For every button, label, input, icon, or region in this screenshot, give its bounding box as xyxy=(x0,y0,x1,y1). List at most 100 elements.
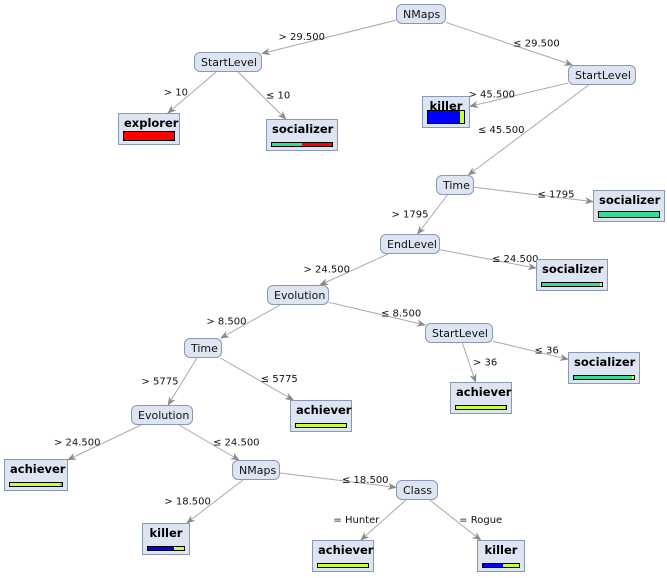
distribution-segment-achiever xyxy=(459,111,464,123)
edge-label: > 10 xyxy=(164,88,188,99)
edge-label: > 8.500 xyxy=(206,317,246,328)
edge-label: > 45.500 xyxy=(468,90,515,101)
leaf-explorer[interactable]: explorer xyxy=(118,113,180,145)
class-distribution-bar xyxy=(427,110,465,124)
node-nmaps-root[interactable]: NMaps xyxy=(396,4,446,24)
class-distribution-bar xyxy=(455,405,507,410)
leaf-killer-2[interactable]: killer xyxy=(142,523,190,555)
edge-n5-n6 xyxy=(319,253,389,286)
leaf-label: achiever xyxy=(296,403,352,417)
node-time-1[interactable]: Time xyxy=(436,175,474,195)
distribution-segment-achiever xyxy=(10,483,61,486)
edge-n3-n4 xyxy=(467,84,589,176)
distribution-segment-achiever xyxy=(502,564,519,567)
distribution-segment-achiever xyxy=(296,424,346,427)
leaf-socializer-1[interactable]: socializer xyxy=(266,119,338,151)
edge-label: ≤ 45.500 xyxy=(478,125,525,136)
edge-label: > 5775 xyxy=(141,377,178,388)
edge-label: ≤ 18.500 xyxy=(342,475,389,486)
edge-label: ≤ 10 xyxy=(266,91,290,102)
edge-n7-n9 xyxy=(167,357,198,406)
distribution-segment-achiever xyxy=(600,283,602,286)
edge-n11-l11 xyxy=(360,499,407,541)
distribution-segment-killer xyxy=(148,547,174,550)
edge-label: ≤ 1795 xyxy=(538,189,575,200)
leaf-achiever-2[interactable]: achiever xyxy=(290,400,352,432)
node-nmaps-2[interactable]: NMaps xyxy=(232,460,280,480)
distribution-segment-socializer xyxy=(599,212,659,217)
class-distribution-bar xyxy=(482,563,520,568)
edge-label: > 1795 xyxy=(391,210,428,221)
edge-n6-n8 xyxy=(328,301,426,327)
edge-n2-l1 xyxy=(167,71,217,114)
node-startlevel-3[interactable]: StartLevel xyxy=(425,323,493,343)
edge-n5-l5 xyxy=(439,249,537,271)
leaf-killer-1[interactable]: killer xyxy=(422,96,470,128)
edge-label: = Hunter xyxy=(333,515,380,526)
leaf-label: killer xyxy=(484,543,518,557)
distribution-segment-socializer xyxy=(542,283,601,286)
leaf-achiever-1[interactable]: achiever xyxy=(450,382,512,414)
leaf-label: killer xyxy=(429,99,463,113)
edge-label: > 18.500 xyxy=(164,497,211,508)
leaf-killer-3[interactable]: killer xyxy=(477,540,525,572)
leaf-socializer-4[interactable]: socializer xyxy=(568,352,640,384)
edge-n6-n7 xyxy=(220,304,281,339)
distribution-segment-explorer xyxy=(124,132,174,140)
edge-n10-n11 xyxy=(279,472,397,490)
edge-label: ≤ 36 xyxy=(535,345,559,356)
leaf-label: achiever xyxy=(10,462,66,476)
leaf-label: achiever xyxy=(456,385,512,399)
node-evolution-1[interactable]: Evolution xyxy=(267,285,329,305)
node-startlevel-2[interactable]: StartLevel xyxy=(568,65,636,85)
edge-label: = Rogue xyxy=(459,515,502,526)
edge-label: > 36 xyxy=(473,358,497,369)
node-startlevel-1[interactable]: StartLevel xyxy=(194,52,262,72)
class-distribution-bar xyxy=(9,482,63,487)
class-distribution-bar xyxy=(295,423,347,428)
edge-label: ≤ 24.500 xyxy=(492,254,539,265)
edge-n10-l10 xyxy=(186,479,244,524)
class-distribution-bar xyxy=(147,546,185,551)
edge-n4-l4 xyxy=(473,186,594,205)
leaf-label: achiever xyxy=(318,543,374,557)
leaf-label: socializer xyxy=(542,262,604,276)
edge-n4-n5 xyxy=(417,194,448,235)
edge-n2-l2 xyxy=(237,71,287,120)
edge-n9-n10 xyxy=(178,424,240,461)
leaf-achiever-3[interactable]: achiever xyxy=(4,459,68,491)
leaf-achiever-4[interactable]: achiever xyxy=(312,540,374,572)
edge-label: ≤ 29.500 xyxy=(513,39,560,50)
leaf-label: socializer xyxy=(272,122,334,136)
class-distribution-bar xyxy=(123,131,175,141)
distribution-segment-socializer xyxy=(272,143,302,146)
class-distribution-bar xyxy=(317,563,369,568)
edge-n3-l3 xyxy=(469,82,569,108)
distribution-segment-achiever xyxy=(318,564,368,567)
edge-n7-l8 xyxy=(220,357,295,401)
distribution-segment-explorer xyxy=(302,143,332,146)
node-class[interactable]: Class xyxy=(396,480,438,500)
node-evolution-2[interactable]: Evolution xyxy=(131,405,193,425)
edge-n11-l12 xyxy=(429,499,482,541)
distribution-segment-achiever xyxy=(456,406,505,409)
leaf-label: socializer xyxy=(574,355,636,369)
leaf-label: killer xyxy=(149,526,183,540)
edge-n8-l7 xyxy=(461,342,477,383)
edge-label: > 24.500 xyxy=(54,437,101,448)
node-endlevel[interactable]: EndLevel xyxy=(380,234,440,254)
leaf-socializer-2[interactable]: socializer xyxy=(593,190,665,222)
node-time-2[interactable]: Time xyxy=(184,338,222,358)
distribution-segment-achiever xyxy=(173,547,184,550)
edge-label: ≤ 8.500 xyxy=(381,309,421,320)
distribution-segment-socializer xyxy=(504,406,506,409)
leaf-socializer-3[interactable]: socializer xyxy=(536,259,608,291)
distribution-segment-socializer xyxy=(60,483,62,486)
leaf-label: socializer xyxy=(599,193,661,207)
class-distribution-bar xyxy=(573,375,635,380)
edge-label: > 24.500 xyxy=(303,265,350,276)
edge-n1-n3 xyxy=(445,21,574,66)
edge-label: ≤ 24.500 xyxy=(213,438,260,449)
